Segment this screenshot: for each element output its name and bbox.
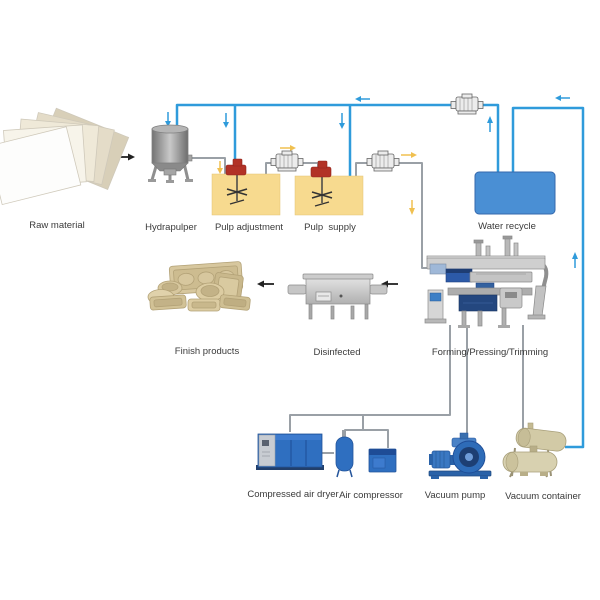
label-vacuum-pump: Vacuum pump [425, 490, 486, 501]
water-flow-arrows [165, 95, 578, 268]
arrow-down-pulp-in [217, 161, 223, 174]
label-raw-material: Raw material [29, 220, 84, 231]
forming-machine-image [424, 235, 549, 328]
arrow-down-supply [339, 113, 345, 129]
agitator-motor-icon [225, 158, 247, 176]
arrow-up-recycle-out [487, 116, 493, 132]
label-finish-products: Finish products [175, 346, 240, 357]
pulp-flow-arrows [217, 145, 417, 215]
pipe-hydrapulper-out [189, 157, 226, 177]
arrow-left-topline [355, 96, 370, 102]
label-disinfected: Disinfected [314, 347, 361, 358]
finish-products-image [147, 261, 251, 312]
pump-icon [450, 93, 484, 115]
label-air-compressor: Air compressor [339, 490, 403, 501]
label-forming: Forming/Pressing/Trimming [432, 347, 548, 358]
arrow-down-to-forming [409, 200, 415, 215]
water-pipes [175, 103, 585, 449]
pipe-recycle-to-hydrapulper [175, 103, 500, 174]
arrow-left-recycle-in [555, 95, 570, 101]
label-pulp-adjustment: Pulp adjustment [215, 222, 283, 233]
air-compressor-image [335, 430, 397, 478]
agitator-motor-icon [310, 160, 332, 178]
pulp-adjustment-tank-image [211, 158, 281, 216]
arrow-disinfected-to-products [257, 280, 274, 288]
pipe-forming-to-air-manifold [289, 325, 451, 432]
label-vacuum-container: Vacuum container [505, 491, 581, 502]
vacuum-pump-image [428, 432, 492, 479]
label-compressed-air-dryer: Compressed air dryer [247, 489, 338, 500]
arrow-right-pump2 [401, 152, 417, 158]
arrow-right-pump1 [280, 145, 296, 151]
vacuum-container-image [502, 422, 567, 478]
arrow-down-hydrapulper [165, 112, 171, 127]
label-water-recycle: Water recycle [478, 221, 536, 232]
pump-icon [270, 150, 304, 172]
process-pipes [189, 157, 524, 454]
pump-icon [366, 150, 400, 172]
pipe-pump-to-forming [392, 162, 433, 269]
arrow-down-adjustment [223, 113, 229, 128]
pipe-vacuum-to-water-recycle [511, 106, 585, 449]
hydrapulper-image [148, 124, 193, 183]
label-pulp-supply: Pulp supply [304, 222, 356, 233]
compressed-air-dryer-image [256, 433, 324, 470]
disinfected-machine-image [287, 273, 388, 320]
label-hydrapulper: Hydrapulper [145, 222, 197, 233]
pulp-supply-tank-image [294, 160, 364, 216]
arrow-up-vacuum-line [572, 252, 578, 268]
raw-material-image [0, 107, 130, 206]
water-recycle-tank-image [474, 171, 556, 215]
